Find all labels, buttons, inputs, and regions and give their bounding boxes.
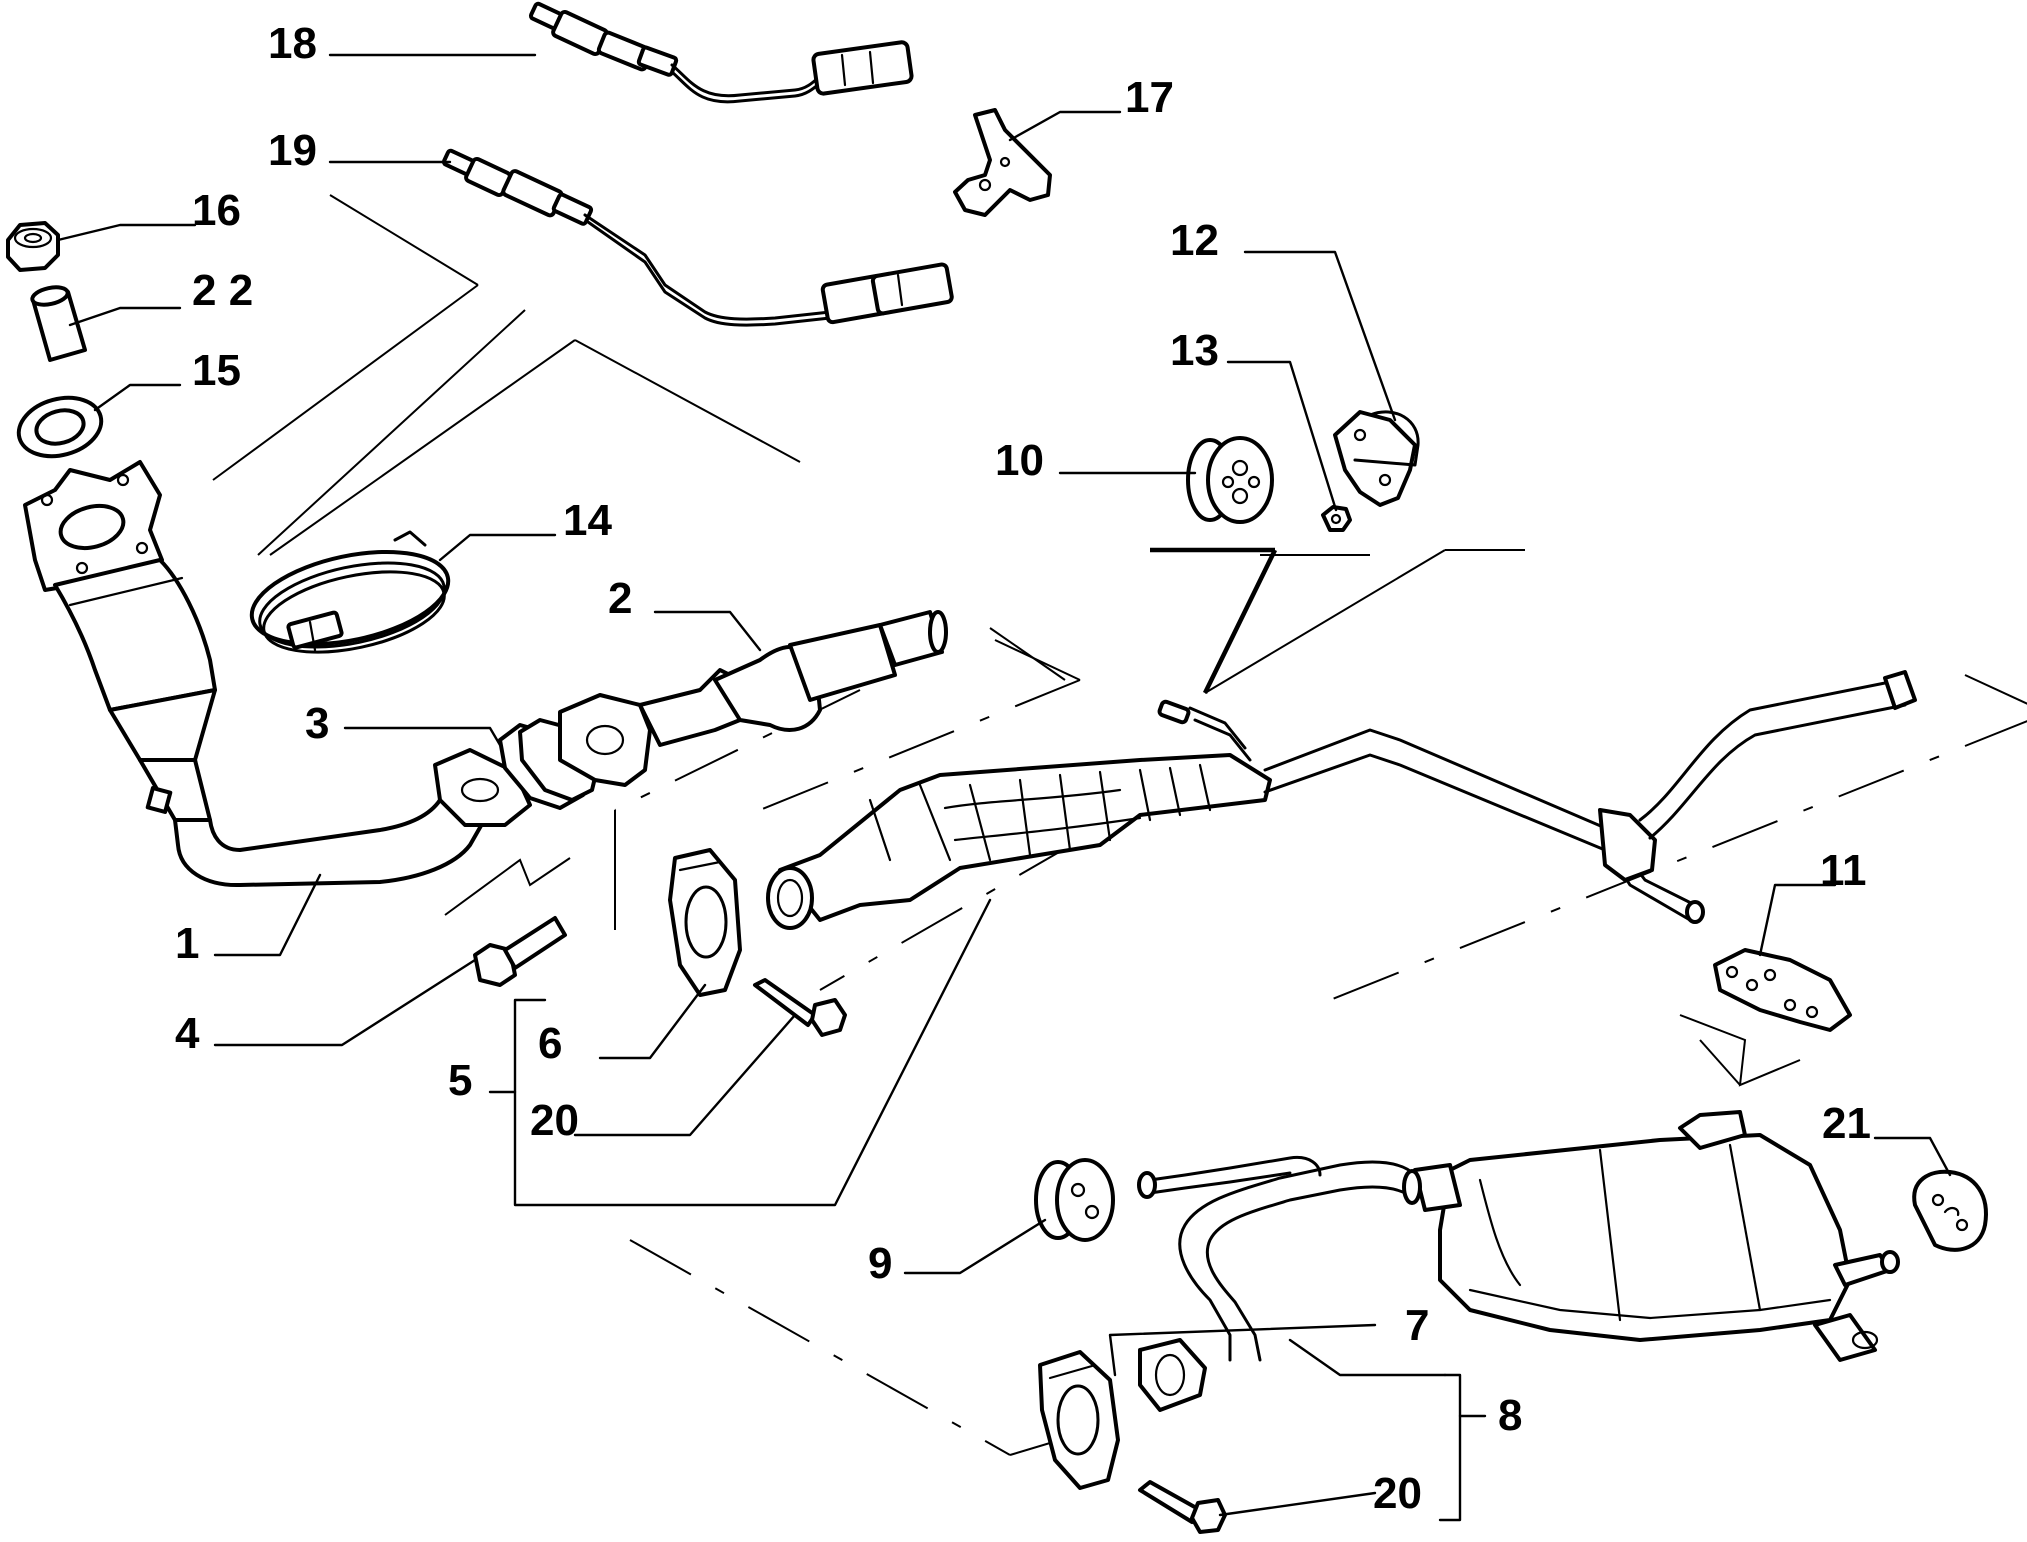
- rear-silencer-assembly: [1137, 1110, 1900, 1412]
- part-12-hanger-bracket: [1333, 410, 1420, 507]
- callout-2: 2: [608, 574, 632, 623]
- callout-9: 9: [868, 1239, 892, 1288]
- callout-11: 11: [1820, 846, 1867, 895]
- leader-lines: [56, 53, 1952, 1517]
- callout-20-rear: 20: [1373, 1469, 1422, 1518]
- callout-16: 16: [192, 186, 241, 235]
- part-11-hanger-plate: [1713, 948, 1852, 1032]
- part-16-nut: [6, 221, 60, 272]
- part-20-bolt-rear: [1138, 1480, 1227, 1534]
- part-20-bolt-front: [753, 978, 847, 1037]
- part-15-gasket-ring: [16, 395, 104, 459]
- part-2-intermediate-pipe: [558, 610, 948, 787]
- part-21-rubber-pad: [1912, 1169, 1988, 1252]
- callout-8: 8: [1498, 1391, 1522, 1440]
- part-19-oxygen-sensor-downstream: [441, 148, 954, 327]
- part-4-bolt: [473, 916, 567, 987]
- part-7-flange: [1038, 1350, 1120, 1490]
- part-13-nut: [1321, 505, 1352, 532]
- assembly-brackets: [488, 898, 1487, 1522]
- callout-14: 14: [563, 496, 612, 545]
- part-10-rubber-mount: [1186, 436, 1274, 524]
- callout-10: 10: [995, 436, 1044, 485]
- part-9-rubber-mount: [1034, 1158, 1115, 1242]
- front-silencer-assembly: [766, 670, 1917, 930]
- callout-18: 18: [268, 19, 317, 68]
- callout-labels: 18 17 19 16 2 2 15 12 13 10 14 2 3 1 4 6…: [175, 19, 1871, 1518]
- callout-1: 1: [175, 919, 199, 968]
- callout-22: 2 2: [192, 266, 253, 315]
- callout-20-front: 20: [530, 1096, 579, 1145]
- callout-19: 19: [268, 126, 317, 175]
- callout-15: 15: [192, 346, 241, 395]
- part-6-flange: [668, 848, 742, 997]
- callout-7: 7: [1405, 1301, 1429, 1350]
- part-22-sleeve: [30, 285, 87, 362]
- callout-4: 4: [175, 1009, 200, 1058]
- part-18-oxygen-sensor-upstream: [528, 1, 914, 104]
- callout-21: 21: [1822, 1099, 1871, 1148]
- callout-5: 5: [448, 1056, 472, 1105]
- part-1-catalytic-converter-downpipe: [23, 460, 532, 888]
- callout-13: 13: [1170, 326, 1219, 375]
- callout-6: 6: [538, 1019, 562, 1068]
- callout-12: 12: [1170, 216, 1219, 265]
- callout-3: 3: [305, 699, 329, 748]
- part-14-clamp: [249, 530, 451, 654]
- callout-17: 17: [1125, 73, 1174, 122]
